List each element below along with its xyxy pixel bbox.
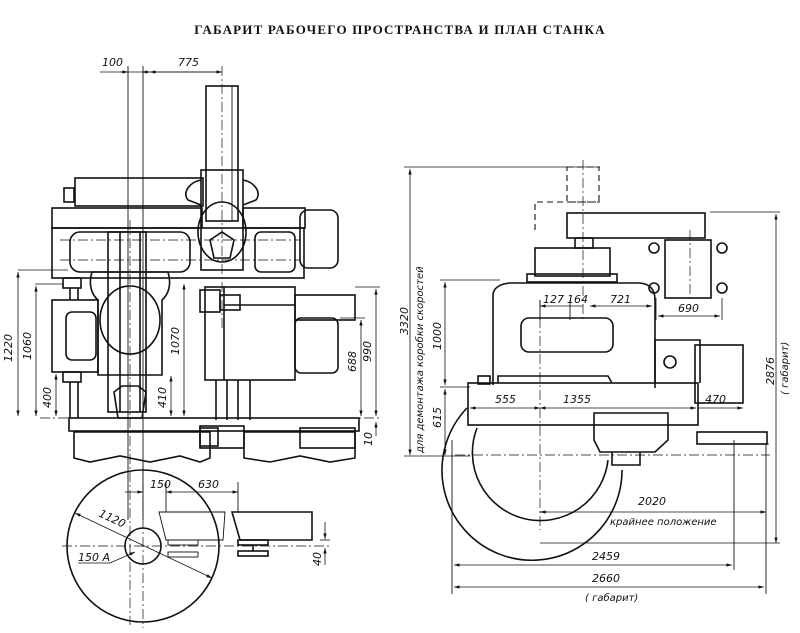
dim-label-630: 630 bbox=[198, 478, 219, 491]
base-plate bbox=[68, 417, 360, 432]
dim-label-1220: 1220 bbox=[2, 334, 15, 362]
dim-label-1120: 1120 bbox=[97, 507, 128, 531]
dim-note-2660: ( габарит) bbox=[585, 592, 638, 604]
workhead bbox=[204, 286, 296, 381]
dim-label-127: 127 bbox=[543, 293, 564, 306]
dim-label-2020: 2020 bbox=[638, 495, 666, 508]
dim-label-721: 721 bbox=[610, 293, 631, 306]
table-bed bbox=[467, 382, 699, 426]
swing-arc-outer bbox=[441, 407, 623, 562]
dim-label-1000: 1000 bbox=[431, 322, 444, 350]
dim-label-150: 150 bbox=[150, 478, 171, 491]
ram-arm bbox=[566, 212, 706, 239]
dim-label-1070: 1070 bbox=[169, 327, 182, 355]
dim-label-410: 410 bbox=[156, 387, 169, 408]
swing-arc-inner bbox=[471, 427, 609, 522]
rotary-table-plan bbox=[593, 412, 669, 453]
rotary-table-view: 1120 150 A 150 630 40 bbox=[62, 465, 330, 628]
dim-label-690: 690 bbox=[678, 302, 699, 315]
dim-label-688: 688 bbox=[346, 351, 359, 372]
dim-label-2660: 2660 bbox=[592, 572, 620, 585]
dim-note-2020: крайнее положение bbox=[610, 517, 717, 528]
window bbox=[520, 317, 614, 353]
ram bbox=[205, 85, 239, 222]
machine-plan-view: 3320 для демонтажа коробки скоростей 100… bbox=[398, 160, 791, 604]
dim-label-40: 40 bbox=[311, 552, 324, 566]
dim-label-990: 990 bbox=[361, 341, 374, 362]
dim-label-100: 100 bbox=[102, 56, 123, 69]
dim-note-3320: для демонтажа коробки скоростей bbox=[414, 266, 426, 454]
dim-label-150A: 150 A bbox=[78, 551, 110, 564]
motor bbox=[299, 209, 339, 269]
motor-plan bbox=[664, 239, 712, 299]
dim-label-10: 10 bbox=[362, 432, 375, 446]
dim-label-2459: 2459 bbox=[592, 550, 620, 563]
headstock-housing bbox=[51, 227, 305, 279]
dim-label-1060: 1060 bbox=[21, 332, 34, 360]
dim-label-615: 615 bbox=[431, 407, 444, 428]
dim-label-1355: 1355 bbox=[563, 393, 591, 406]
dim-label-470: 470 bbox=[705, 393, 726, 406]
drawing-title: ГАБАРИТ РАБОЧЕГО ПРОСТРАНСТВА И ПЛАН СТА… bbox=[194, 22, 606, 37]
dim-label-775: 775 bbox=[178, 56, 199, 69]
dim-label-3320: 3320 bbox=[398, 307, 411, 335]
side-unit bbox=[694, 344, 744, 404]
machine-elevation-view: 100 775 bbox=[2, 56, 380, 625]
dim-label-555: 555 bbox=[495, 393, 516, 406]
dim-label-164: 164 bbox=[567, 293, 588, 306]
dim-label-400: 400 bbox=[41, 387, 54, 408]
dim-note-2876: ( габарит) bbox=[779, 342, 791, 395]
dim-label-2876: 2876 bbox=[764, 357, 777, 385]
column bbox=[107, 231, 147, 413]
